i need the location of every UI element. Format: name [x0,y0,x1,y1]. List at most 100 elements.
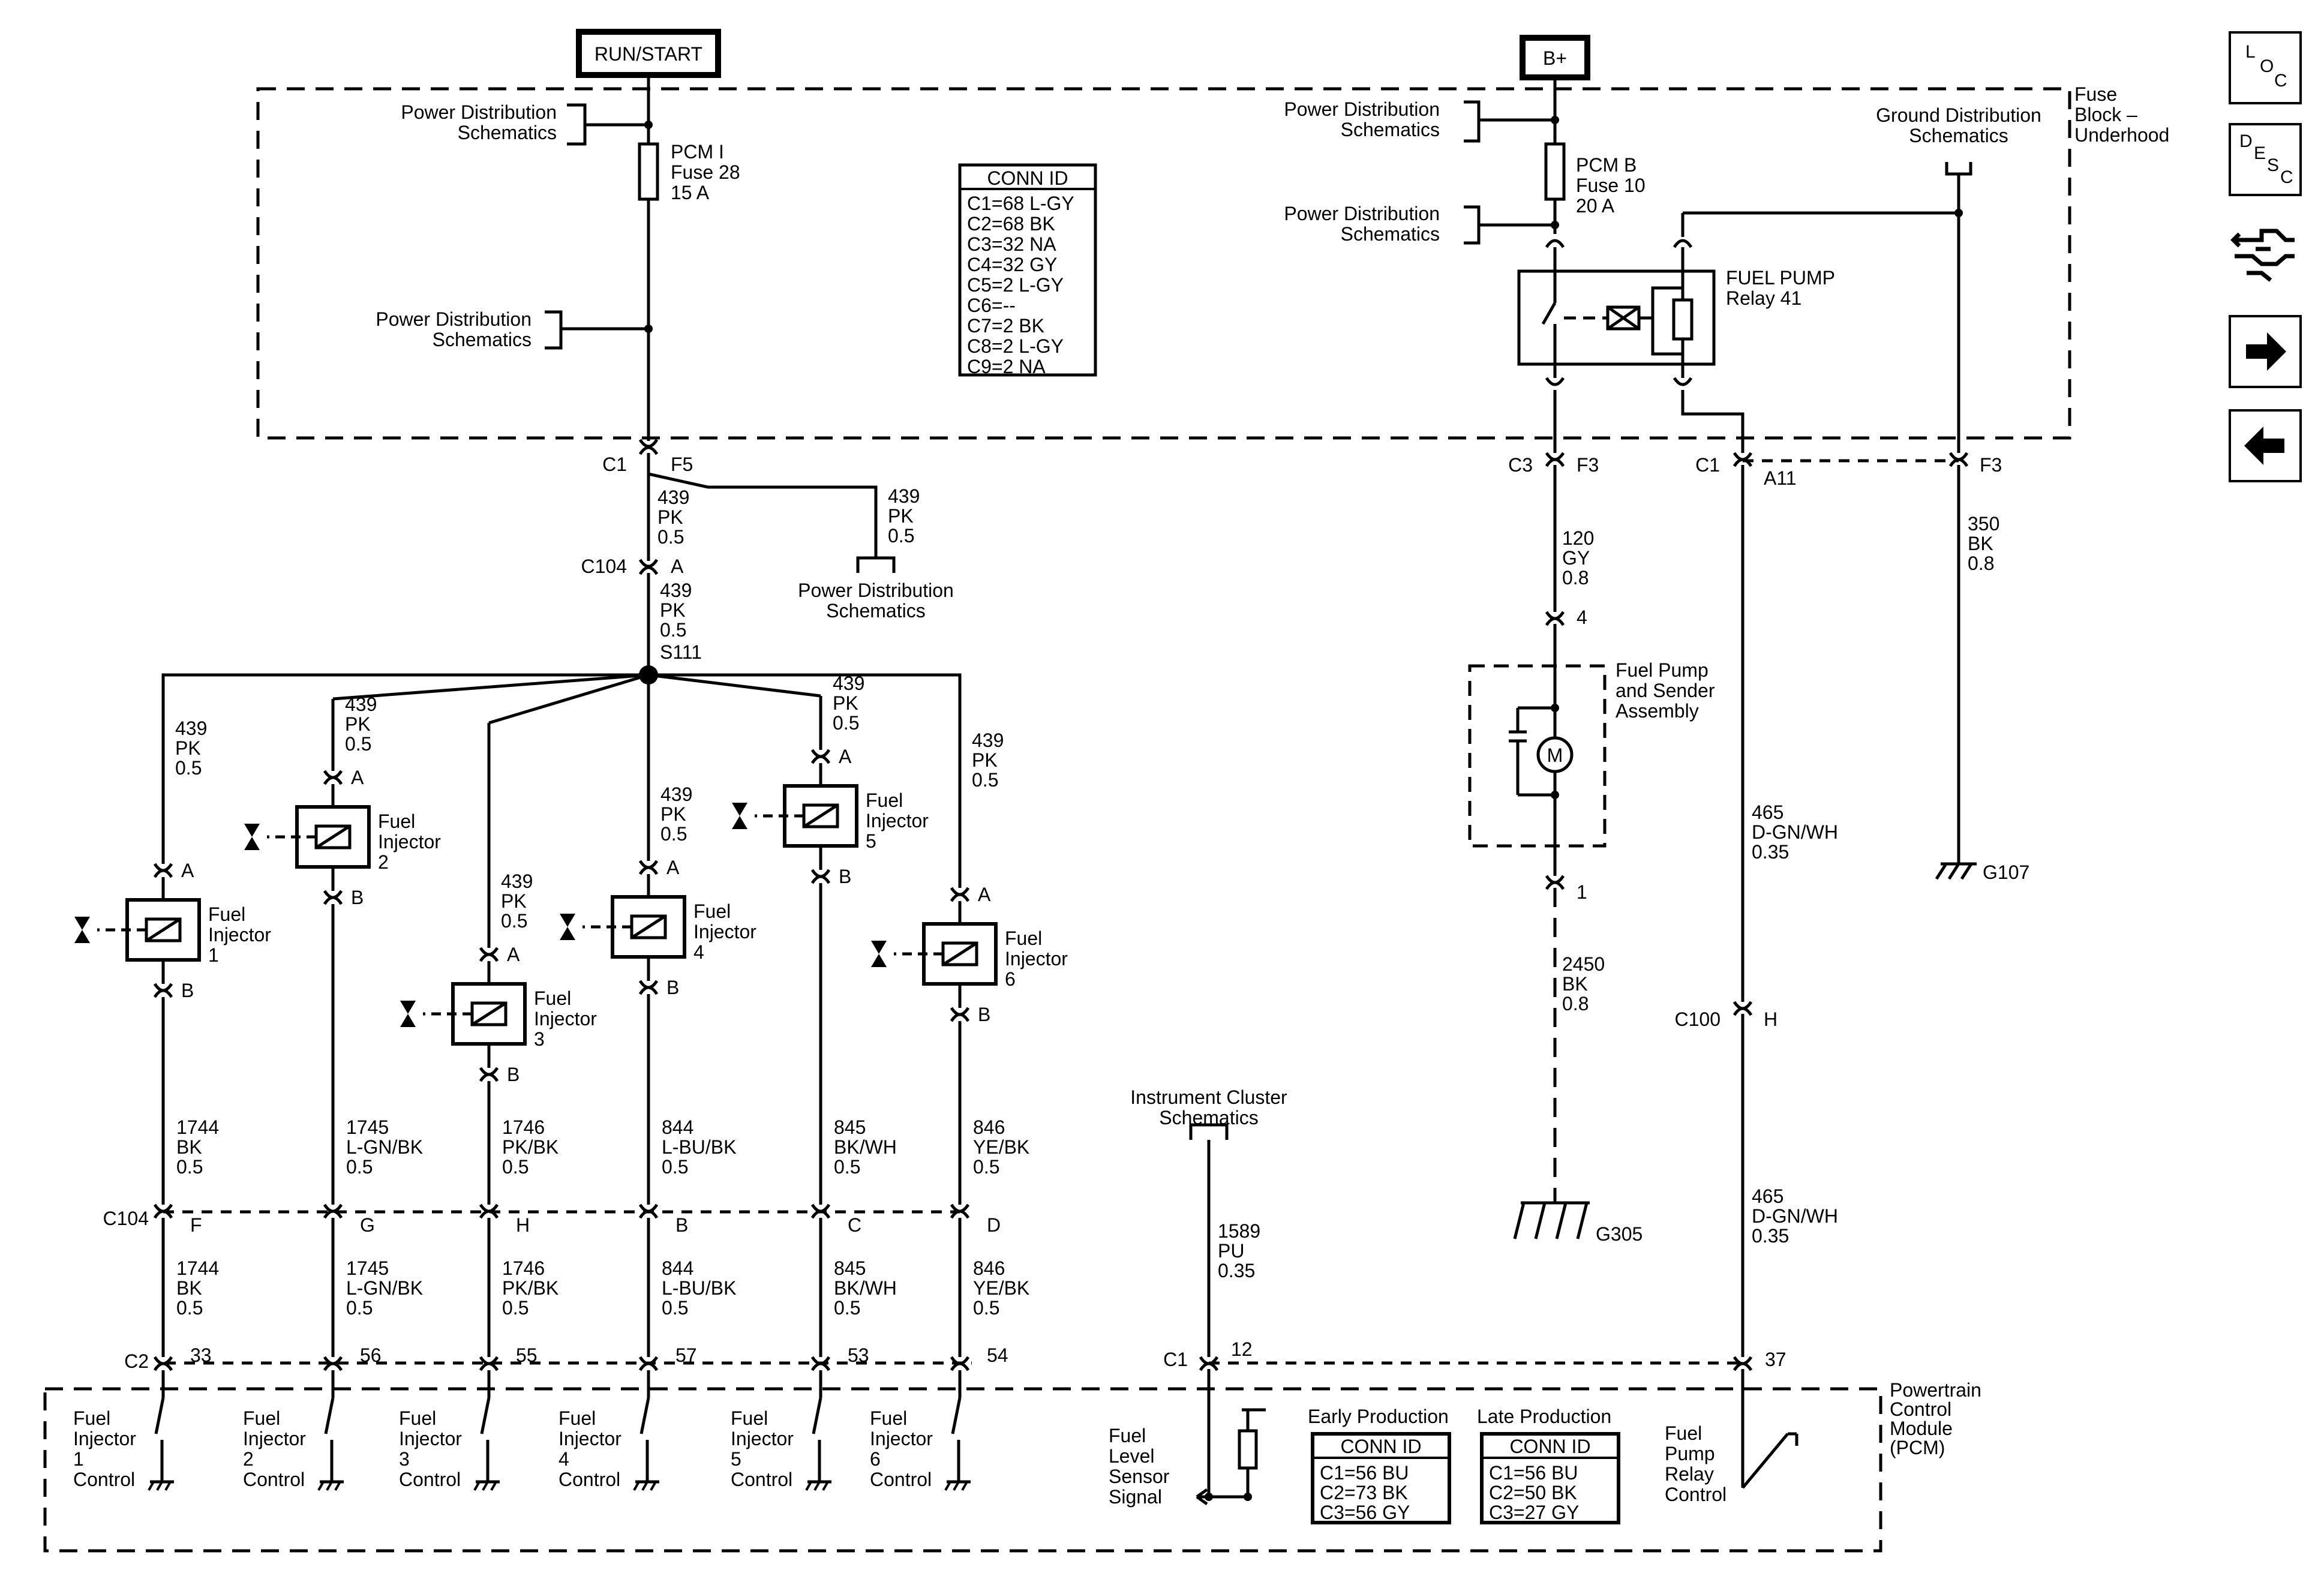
svg-text:Schematics: Schematics [433,329,532,350]
svg-text:Fuel: Fuel [73,1407,110,1429]
svg-text:1744: 1744 [176,1257,219,1279]
svg-text:Assembly: Assembly [1616,700,1699,722]
svg-text:1745: 1745 [346,1116,389,1138]
svg-text:439: 439 [660,784,692,805]
svg-text:C2: C2 [124,1350,149,1372]
svg-text:BK: BK [1562,973,1588,995]
svg-text:Power Distribution: Power Distribution [401,101,557,123]
svg-text:D-GN/WH: D-GN/WH [1752,1205,1838,1227]
svg-text:PK: PK [660,599,686,621]
svg-text:1746: 1746 [502,1116,545,1138]
svg-text:G: G [360,1214,375,1236]
svg-text:Control: Control [1665,1484,1727,1505]
svg-text:Control: Control [243,1469,305,1490]
svg-text:5: 5 [866,830,876,852]
svg-text:A: A [671,556,684,577]
svg-text:C1=56 BU: C1=56 BU [1489,1462,1578,1484]
svg-text:439: 439 [660,580,692,601]
svg-text:CONN ID: CONN ID [987,167,1068,189]
svg-text:Injector: Injector [208,924,271,945]
svg-text:439: 439 [888,485,920,507]
svg-text:BK: BK [1968,533,1993,554]
next-button[interactable] [2229,315,2302,388]
svg-text:Fuel: Fuel [559,1407,596,1429]
svg-text:PK: PK [888,505,914,527]
svg-text:A: A [666,857,680,878]
pcm-border [43,1387,1882,1553]
svg-text:0.5: 0.5 [501,910,527,932]
svg-text:439: 439 [175,718,207,739]
svg-text:0.35: 0.35 [1752,1225,1789,1247]
svg-text:0.5: 0.5 [176,1156,203,1178]
previous-arrow-icon [2244,427,2284,465]
svg-text:0.5: 0.5 [833,712,859,734]
svg-text:Fuel: Fuel [1005,927,1042,949]
description-button[interactable]: D E S C [2229,123,2302,196]
svg-text:L-GN/BK: L-GN/BK [346,1277,423,1299]
svg-text:PK: PK [345,713,371,735]
svg-text:PK: PK [833,692,858,714]
svg-text:54: 54 [987,1344,1008,1366]
svg-text:Schematics: Schematics [458,122,557,143]
svg-text:PK: PK [501,890,527,912]
svg-text:0.8: 0.8 [1562,567,1589,589]
svg-text:PK: PK [175,737,201,759]
battery-source: B+ [1520,35,1590,80]
svg-text:2: 2 [243,1448,254,1470]
previous-button[interactable] [2229,409,2302,482]
svg-text:120: 120 [1562,527,1594,549]
svg-text:CONN ID: CONN ID [1509,1436,1590,1457]
svg-text:Injector: Injector [534,1008,597,1029]
svg-text:Fuel: Fuel [870,1407,907,1429]
svg-text:350: 350 [1968,513,1999,535]
svg-text:0.5: 0.5 [972,769,998,791]
svg-text:CONN ID: CONN ID [1340,1436,1421,1457]
svg-text:Fuel: Fuel [378,810,415,832]
svg-text:1745: 1745 [346,1257,389,1279]
fuse-block-conn-id-table: CONN ID C1=68 L-GY C2=68 BK C3=32 NA C4=… [958,163,1097,377]
svg-text:Injector: Injector [866,810,929,831]
svg-text:C3=27 GY: C3=27 GY [1489,1502,1579,1523]
location-button[interactable]: L O C [2229,31,2302,104]
svg-text:C3=32 NA: C3=32 NA [967,233,1056,255]
svg-text:845: 845 [834,1257,866,1279]
injectors-group: 439PK0.5ABFuelInjector11744BK0.5F1744BK0… [73,673,1068,1491]
svg-text:0.5: 0.5 [345,733,371,755]
svg-text:845: 845 [834,1116,866,1138]
svg-text:0.5: 0.5 [502,1156,529,1178]
svg-text:3: 3 [399,1448,410,1470]
svg-text:Power Distribution: Power Distribution [376,308,532,330]
svg-text:0.5: 0.5 [888,525,914,547]
svg-text:4: 4 [1577,607,1587,628]
svg-text:5: 5 [731,1448,741,1470]
svg-text:B: B [181,980,194,1001]
svg-text:Injector: Injector [243,1428,306,1449]
pcm-conn-id-early: Early Production CONN ID C1=56 BU C2=73 … [1308,1406,1451,1524]
svg-text:D: D [987,1214,1001,1236]
svg-text:and Sender: and Sender [1616,680,1715,701]
connector-icon[interactable] [2229,213,2302,286]
svg-text:F: F [190,1214,202,1236]
svg-text:(PCM): (PCM) [1890,1437,1945,1458]
svg-text:Fuel: Fuel [243,1407,280,1429]
svg-text:BK/WH: BK/WH [834,1277,897,1299]
svg-text:1: 1 [73,1448,84,1470]
svg-text:0.5: 0.5 [175,757,202,779]
svg-text:20 A: 20 A [1576,195,1615,217]
svg-text:846: 846 [973,1257,1005,1279]
svg-text:6: 6 [870,1448,881,1470]
svg-text:1746: 1746 [502,1257,545,1279]
fuel-pump-assembly [1468,664,1607,848]
svg-text:Schematics: Schematics [1909,125,2008,146]
svg-text:C1: C1 [1695,454,1720,476]
svg-text:439: 439 [972,730,1004,751]
svg-text:Level: Level [1109,1445,1155,1467]
svg-text:C3=56 GY: C3=56 GY [1320,1502,1410,1523]
svg-text:0.5: 0.5 [834,1297,860,1319]
svg-text:B: B [507,1064,520,1085]
svg-text:Fuel: Fuel [1665,1422,1702,1444]
svg-text:Relay: Relay [1665,1463,1714,1485]
svg-text:PK: PK [972,749,998,771]
svg-text:C5=2 L-GY: C5=2 L-GY [967,274,1064,296]
